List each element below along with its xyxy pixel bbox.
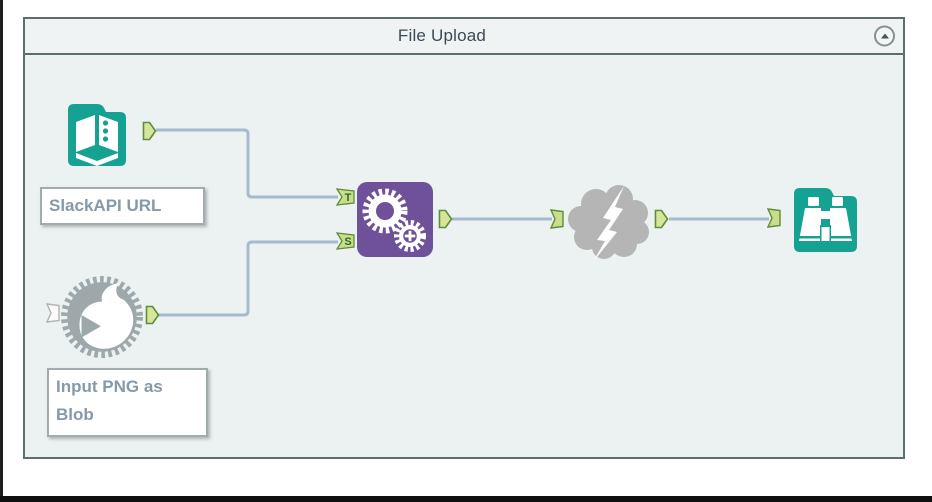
open-book-icon — [68, 104, 126, 166]
collapse-button[interactable] — [874, 25, 895, 47]
output-anchor-download[interactable] — [654, 209, 669, 229]
window-edge-left — [0, 0, 3, 502]
input-anchor-browse[interactable] — [767, 208, 781, 228]
window-edge-bottom — [0, 496, 932, 502]
anchor-letter-t: T — [345, 192, 352, 204]
tool-macro-blob-input[interactable] — [59, 274, 145, 360]
tool-annotation-input-png-as-blob[interactable]: Input PNG as Blob — [47, 368, 208, 437]
chevron-up-icon — [880, 33, 889, 39]
container-header[interactable]: File Upload — [25, 19, 903, 55]
connection-blob-to-s[interactable] — [158, 240, 338, 317]
container-title: File Upload — [397, 26, 487, 45]
output-anchor-text-input[interactable] — [142, 121, 157, 141]
tool-browse[interactable] — [788, 182, 863, 258]
binoculars-icon — [794, 188, 857, 252]
cloud-lightning-icon — [568, 185, 649, 260]
gear-bird-macro-icon — [61, 276, 143, 358]
output-anchor-macro[interactable] — [438, 209, 453, 229]
input-anchor-blob[interactable] — [46, 303, 60, 323]
connection-textinput-to-t[interactable] — [156, 128, 338, 199]
tool-text-input[interactable] — [62, 98, 132, 172]
input-anchor-t[interactable]: T — [336, 188, 355, 206]
tool-download[interactable] — [566, 178, 652, 260]
input-anchor-s[interactable]: S — [336, 232, 355, 250]
tool-annotation-slackapi-url[interactable]: SlackAPI URL — [40, 187, 205, 225]
tool-upload-macro[interactable] — [357, 182, 433, 257]
output-anchor-blob[interactable] — [145, 305, 160, 325]
input-anchor-download[interactable] — [550, 209, 564, 229]
anchor-letter-s: S — [344, 236, 351, 248]
double-gear-plus-icon — [362, 188, 426, 252]
